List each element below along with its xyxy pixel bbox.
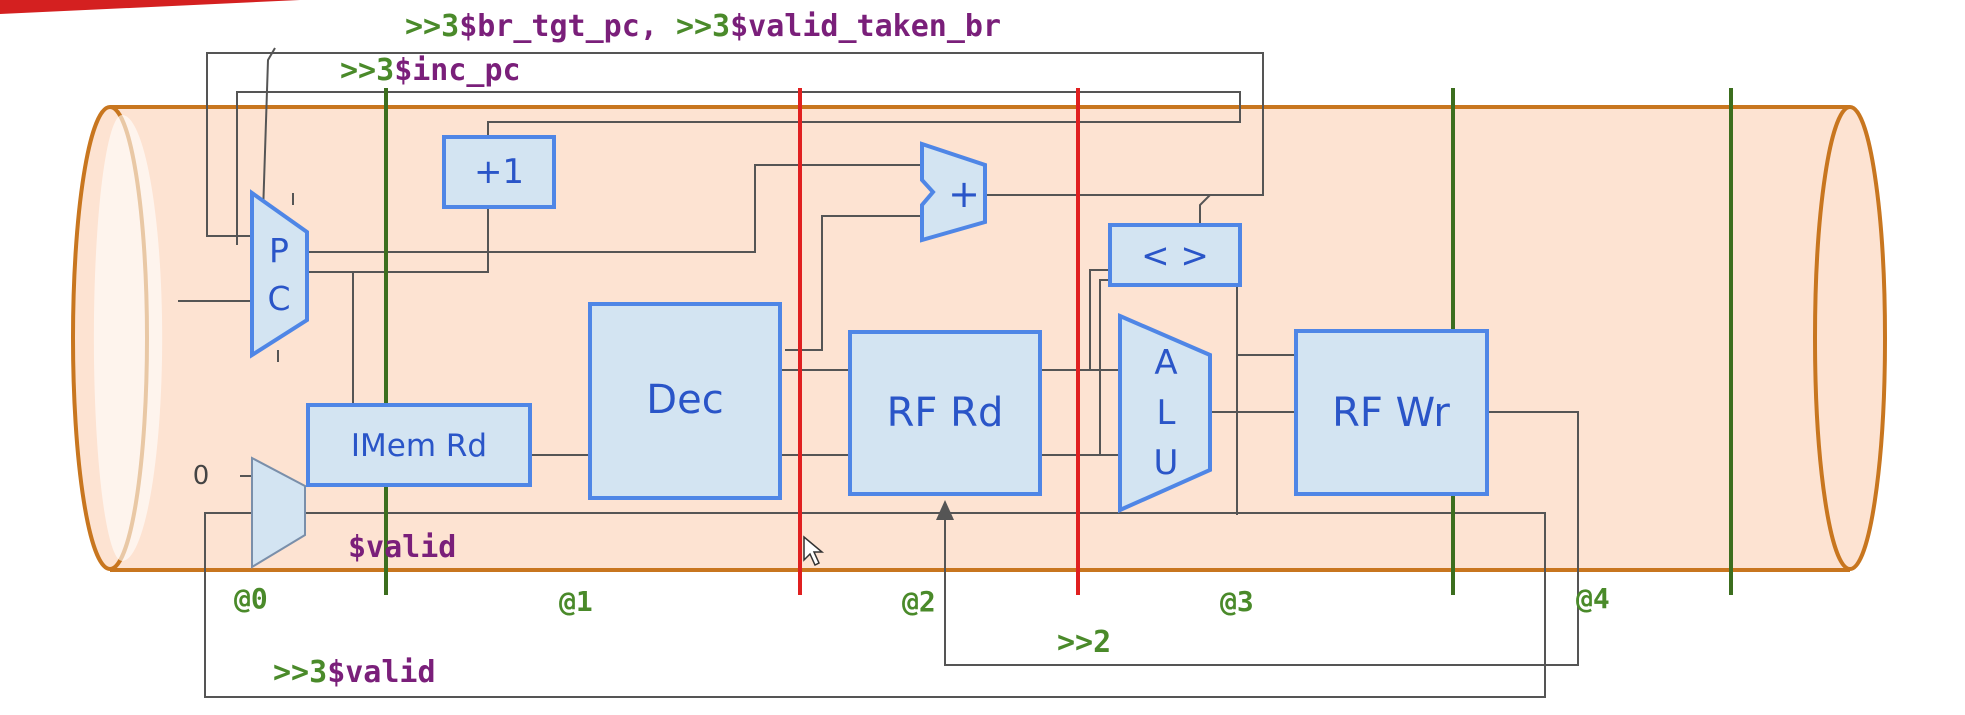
imem-rd-block: [306, 403, 532, 487]
signal-valid-return: >>3$valid: [273, 655, 436, 690]
dec-block: [588, 302, 782, 500]
adder-label: +: [948, 172, 980, 216]
rf-wr-block: [1294, 329, 1489, 496]
rf-rd-bypass-arrow: [936, 500, 954, 520]
wires: [178, 47, 1579, 698]
pc-mux: [250, 189, 309, 359]
signal-inc-pc-name: $inc_pc: [394, 53, 520, 88]
stage-labels: @0 @1 @2 @3 @4: [234, 582, 1610, 618]
signal-labels: >>3$br_tgt_pc, >>3$valid_taken_br >>3$in…: [273, 9, 1111, 690]
signal-valid-taken-name: $valid_taken_br: [730, 9, 1001, 44]
rf-rd-block: [848, 330, 1042, 496]
stage-label-4: @4: [1576, 582, 1610, 615]
blocks: P C +1 + IMem Rd Dec RF Rd < > A L U RF …: [193, 135, 1489, 569]
alu-label-a: A: [1154, 343, 1177, 383]
signal-inc-pc: >>3$inc_pc: [340, 53, 521, 88]
alu-block: [1118, 312, 1212, 514]
signal-separator: ,: [640, 9, 676, 44]
signal-inc-pc-prefix: >>3: [340, 53, 394, 88]
stage-label-3: @3: [1220, 585, 1254, 618]
red-accent: [0, 0, 300, 14]
signal-br-tgt-prefix: >>3: [405, 9, 459, 44]
mouse-cursor-icon: [803, 535, 825, 567]
valid-mux-zero-label: 0: [193, 461, 210, 491]
alu-label-l: L: [1157, 393, 1176, 433]
stage-label-1: @1: [559, 585, 593, 618]
dec-label: Dec: [646, 377, 723, 423]
signal-br-tgt-name: $br_tgt_pc: [459, 9, 640, 44]
pc-label-p: P: [269, 231, 289, 270]
signal-valid-return-prefix: >>3: [273, 655, 327, 690]
pc-label-c: C: [267, 279, 290, 318]
stage-lines: [384, 88, 1733, 595]
valid-mux: [251, 456, 306, 569]
increment-label: +1: [474, 152, 524, 192]
imem-rd-label: IMem Rd: [351, 428, 487, 464]
stage-label-2: @2: [902, 585, 936, 618]
stage-label-0: @0: [234, 582, 268, 615]
compare-label: < >: [1141, 236, 1209, 276]
branch-adder: [920, 141, 987, 243]
signal-valid-return-name: $valid: [327, 655, 435, 690]
signal-rf-bypass: >>2: [1057, 625, 1111, 660]
increment-block: [442, 135, 556, 209]
signal-valid: $valid: [348, 530, 456, 565]
rf-rd-label: RF Rd: [887, 390, 1004, 436]
compare-block: [1108, 223, 1242, 287]
signal-valid-taken-prefix: >>3: [676, 9, 730, 44]
alu-label-u: U: [1154, 443, 1179, 483]
signal-br-tgt: >>3$br_tgt_pc, >>3$valid_taken_br: [405, 9, 1001, 44]
rf-wr-label: RF Wr: [1332, 390, 1450, 436]
